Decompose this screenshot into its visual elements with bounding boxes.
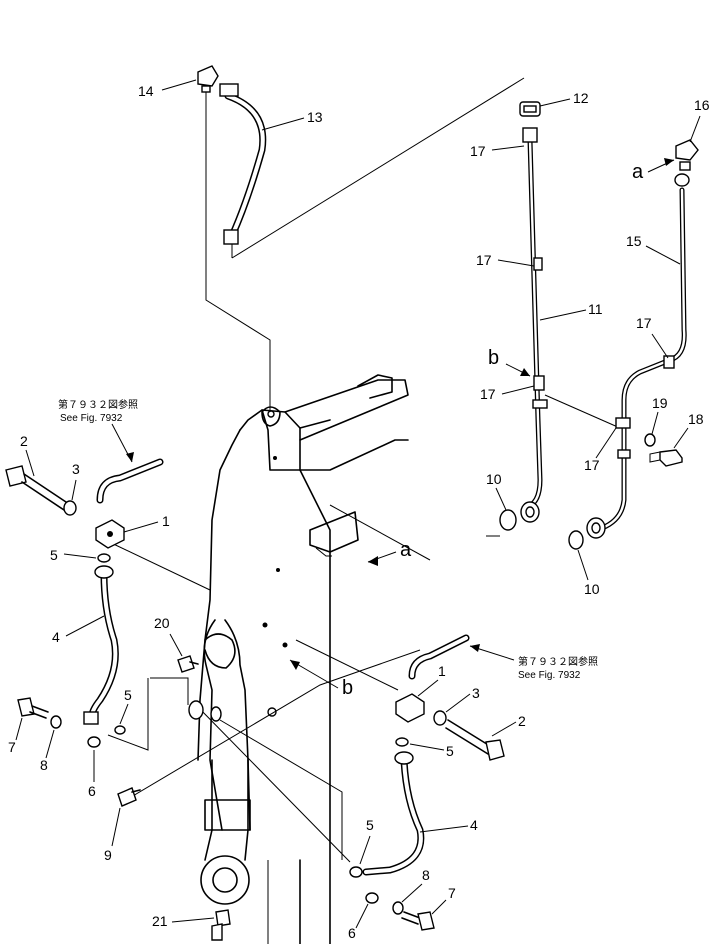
fitting-20: [177, 655, 199, 673]
label-17-mid: 17: [476, 252, 492, 268]
label-19: 19: [652, 395, 668, 411]
label-20: 20: [154, 615, 170, 631]
label-8-left: 8: [40, 757, 48, 773]
boom-structure: [197, 374, 409, 944]
marker-b-top: b: [488, 347, 499, 369]
label-1-right: 1: [438, 663, 446, 679]
label-12: 12: [573, 90, 589, 106]
elbow-14: [197, 65, 219, 93]
hose-left-top: [96, 458, 164, 504]
part-labels: 14 13 12 16 17 17 15 11 17 17 19 18 17 1…: [8, 79, 710, 941]
label-3-left: 3: [72, 461, 80, 477]
reference-note-left: 第７９３２図参照 See Fig. 7932: [58, 398, 138, 463]
fitting-9: [117, 787, 141, 807]
label-9: 9: [104, 847, 112, 863]
label-10-lower: 10: [584, 581, 600, 597]
bolt-7-left: [17, 697, 49, 719]
oring-5-left: [97, 553, 111, 563]
reference-en-right: See Fig. 7932: [518, 670, 581, 681]
pipe-15: [599, 173, 690, 531]
washer-8-right: [392, 901, 404, 915]
bolt-7-right: [401, 911, 435, 931]
reference-note-right: 第７９３２図参照 See Fig. 7932: [469, 644, 598, 681]
label-5-left-mid: 5: [124, 687, 132, 703]
label-6-right: 6: [348, 925, 356, 941]
oring-5-right-lower: [349, 866, 363, 878]
fitting-10-upper: [499, 501, 540, 531]
hose-13: [219, 83, 267, 245]
label-17-right: 17: [636, 315, 652, 331]
hose-4-right: [362, 751, 425, 876]
block-1-right: [395, 693, 425, 723]
bolt-2-right: [445, 719, 505, 761]
fitting-21: [211, 909, 231, 941]
leader-lines: [104, 77, 621, 863]
label-7-right: 7: [448, 885, 456, 901]
label-15: 15: [626, 233, 642, 249]
label-5-left: 5: [50, 547, 58, 563]
label-10-upper: 10: [486, 471, 502, 487]
label-4-right: 4: [470, 817, 478, 833]
label-21: 21: [152, 913, 168, 929]
reference-jp-left: 第７９３２図参照: [58, 398, 138, 411]
label-17-left-lower: 17: [480, 386, 496, 402]
oring-5-left-lower: [114, 725, 126, 735]
hose-right-top: [408, 634, 470, 680]
label-17-top: 17: [470, 143, 486, 159]
label-2-left: 2: [20, 433, 28, 449]
tee-6-left: [87, 736, 101, 748]
reference-en-left: See Fig. 7932: [60, 413, 123, 424]
block-1-left: [95, 519, 125, 549]
view-markers: a a b b: [289, 158, 675, 699]
bolt-18: [649, 449, 683, 467]
label-13: 13: [307, 109, 323, 125]
bolt-2-left: [5, 465, 67, 511]
label-5-right-lower: 5: [366, 817, 374, 833]
fitting-mid: [188, 700, 204, 720]
fitting-10-lower: [568, 517, 606, 550]
nut-12: [519, 101, 541, 117]
label-6-left: 6: [88, 783, 96, 799]
label-5-right: 5: [446, 743, 454, 759]
hose-4-left: [83, 565, 119, 725]
washer-19: [644, 433, 656, 447]
label-11: 11: [588, 301, 603, 317]
pipe-11: [521, 127, 548, 511]
reference-jp-right: 第７９３２図参照: [518, 655, 598, 668]
label-16: 16: [694, 97, 710, 113]
marker-a-mid: a: [400, 539, 412, 561]
oring-5-right: [395, 737, 409, 747]
label-2-right: 2: [518, 713, 526, 729]
label-14: 14: [138, 83, 154, 99]
tee-6-right: [365, 892, 379, 904]
label-17-bottom: 17: [584, 457, 600, 473]
label-18: 18: [688, 411, 704, 427]
washer-3-right: [433, 710, 447, 726]
label-7-left: 7: [8, 739, 16, 755]
marker-a-top: a: [632, 161, 644, 183]
label-1-left: 1: [162, 513, 170, 529]
washer-8-left: [50, 715, 62, 729]
washer-3-left: [63, 500, 77, 516]
label-3-right: 3: [472, 685, 480, 701]
label-4-left: 4: [52, 629, 60, 645]
label-8-right: 8: [422, 867, 430, 883]
elbow-16: [675, 139, 699, 171]
fitting-mid-2: [210, 706, 222, 722]
marker-b-mid: b: [342, 677, 353, 699]
